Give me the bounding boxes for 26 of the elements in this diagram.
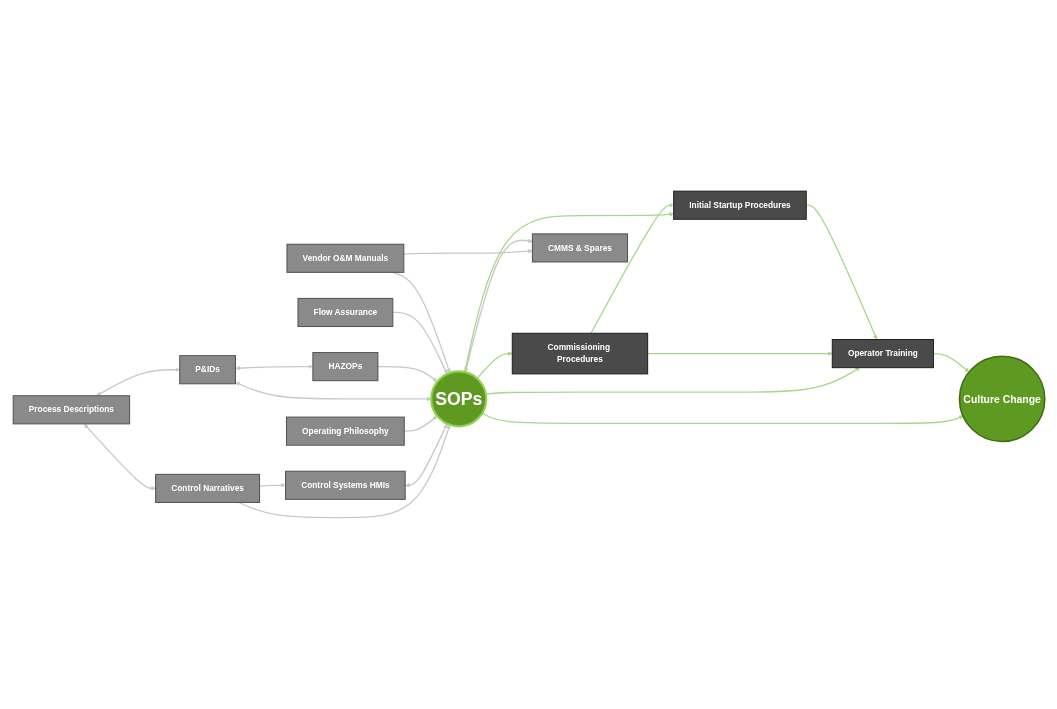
node-box: Vendor O&M Manuals <box>285 243 404 273</box>
node-box: P&IDs <box>178 355 236 385</box>
node-box: HAZOPs <box>311 352 378 382</box>
arrow <box>83 423 156 491</box>
arrow <box>481 412 963 425</box>
arrow <box>235 364 313 371</box>
node-box: Process Descriptions <box>12 395 130 425</box>
node-circle: SOPs <box>429 370 487 428</box>
node-box: Control Systems HMIs <box>284 470 406 500</box>
node-box: Initial Startup Procedures <box>672 190 807 220</box>
node-box: Operating Philosophy <box>285 416 405 446</box>
arrow <box>805 204 877 340</box>
node-box: Control Narratives <box>154 473 260 504</box>
arrow <box>95 367 180 396</box>
arrow <box>932 353 969 373</box>
node-box: Commissioning Procedures <box>511 332 648 375</box>
node-circle: Culture Change <box>958 355 1046 443</box>
arrow <box>404 423 447 488</box>
node-box: Flow Assurance <box>297 298 393 328</box>
node-box: Operator Training <box>831 339 934 369</box>
arrow <box>234 382 431 402</box>
arrow <box>475 351 512 380</box>
arrow <box>589 203 674 335</box>
node-box: CMMS & Spares <box>531 233 628 263</box>
arrow <box>403 415 437 432</box>
arrow <box>463 212 674 373</box>
